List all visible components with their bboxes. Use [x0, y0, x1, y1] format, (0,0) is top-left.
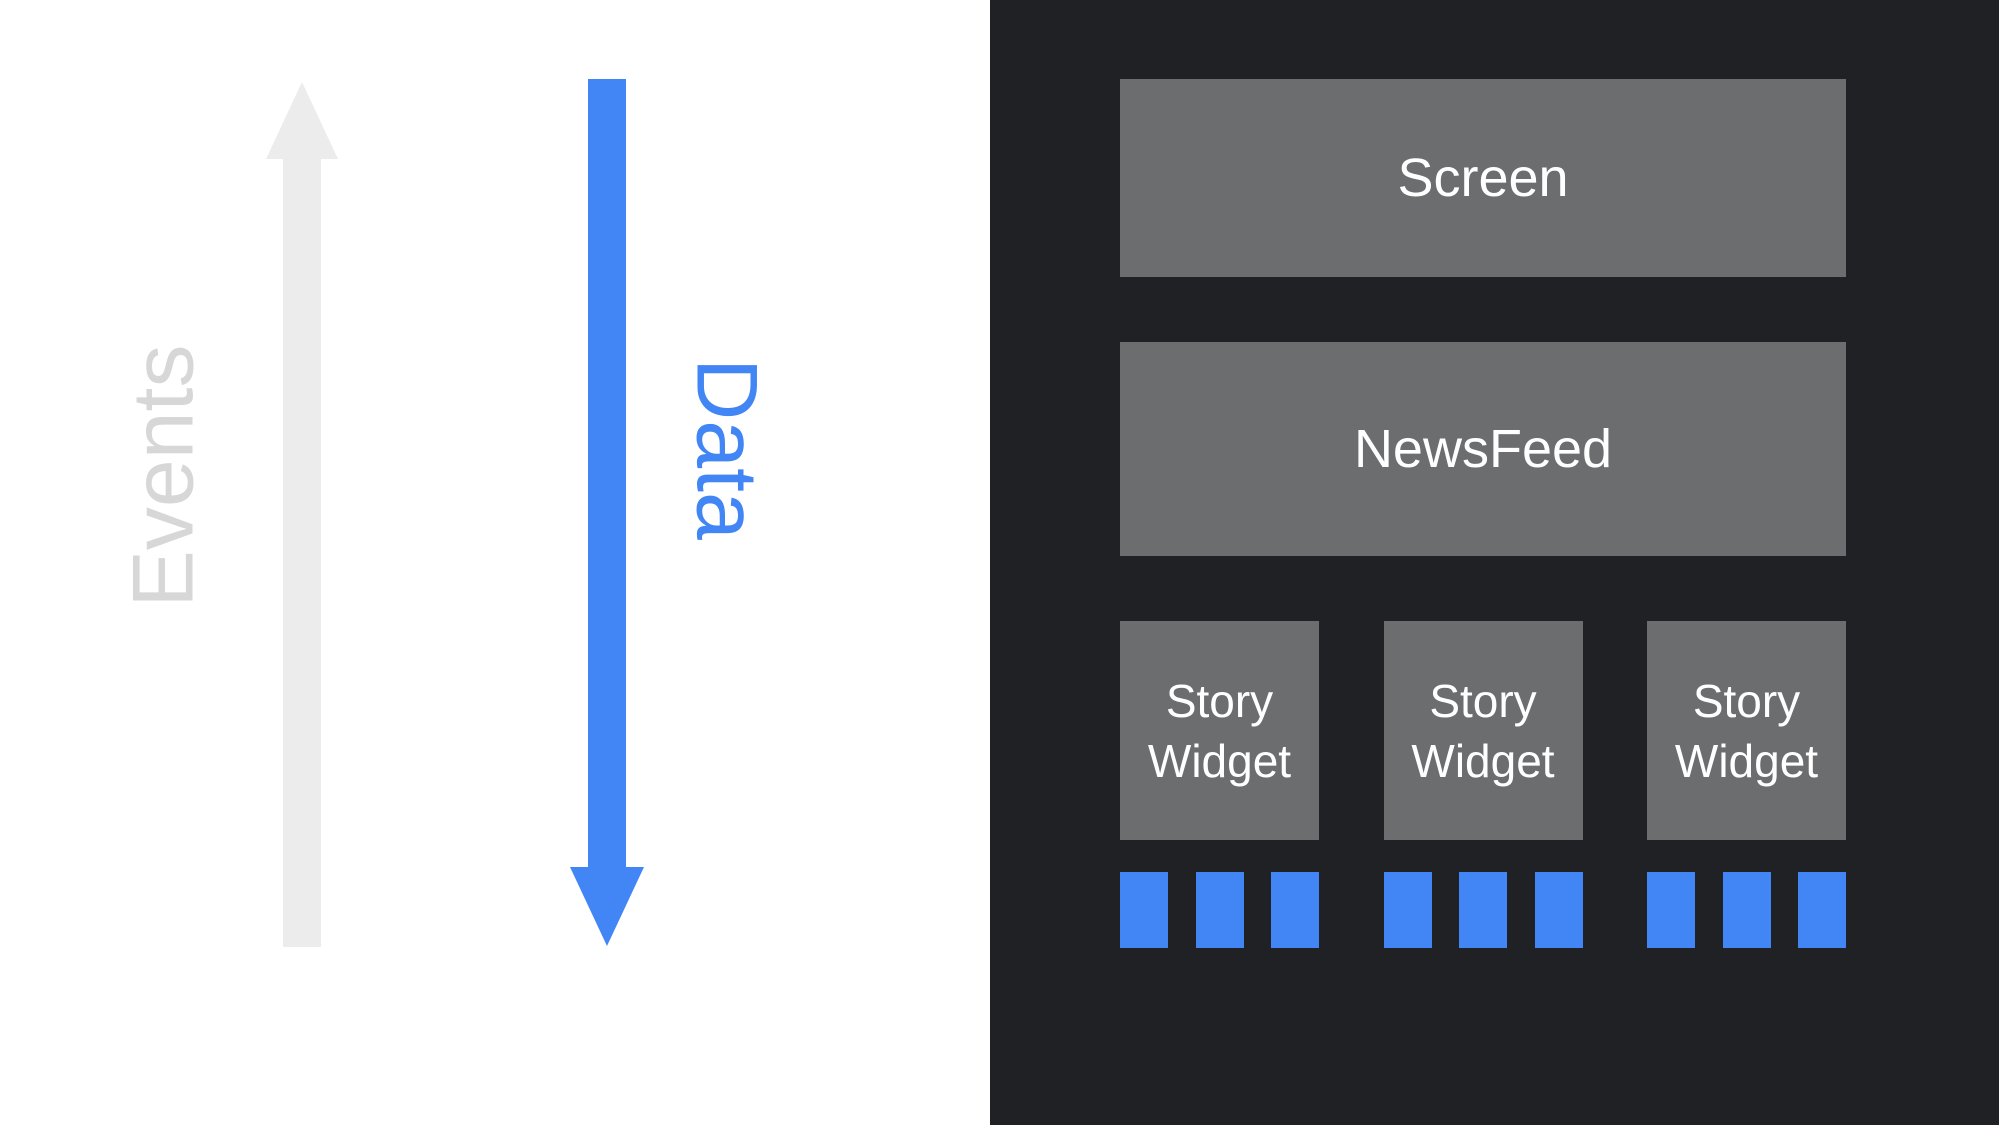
data-block: [1798, 872, 1846, 948]
data-block: [1383, 872, 1432, 948]
data-blocks-row: [1120, 872, 1319, 948]
story-widget-group: Story Widget: [1647, 621, 1846, 948]
story-widget-row: Story Widget Story Widget Story Widget: [1120, 621, 1846, 948]
story-widget-label: Story Widget: [1411, 674, 1555, 787]
data-blocks-row: [1383, 872, 1583, 948]
story-widget-label: Story Widget: [1674, 674, 1819, 787]
arrow-down-head-icon: [570, 867, 644, 946]
data-block: [1534, 872, 1583, 948]
screen-box-label: Screen: [1397, 148, 1569, 208]
screen-box: Screen: [1120, 79, 1846, 277]
data-block: [1195, 872, 1244, 948]
data-block: [1722, 872, 1771, 948]
events-data-panel: Events Data: [0, 0, 990, 1125]
data-block: [1459, 872, 1507, 948]
events-label: Events: [115, 344, 212, 608]
story-widget-box: Story Widget: [1383, 621, 1583, 840]
newsfeed-box-label: NewsFeed: [1353, 419, 1613, 479]
story-widget-label: Story Widget: [1147, 674, 1292, 787]
story-widget-group: Story Widget: [1120, 621, 1319, 948]
data-label: Data: [678, 358, 775, 540]
story-widget-box: Story Widget: [1120, 621, 1319, 840]
data-block: [1647, 872, 1695, 948]
data-block: [1120, 872, 1168, 948]
arrow-up-head-icon: [266, 82, 338, 159]
arrow-up-shaft: [283, 158, 321, 947]
story-widget-box: Story Widget: [1647, 621, 1846, 840]
newsfeed-box: NewsFeed: [1120, 342, 1846, 556]
arrow-down-shaft: [588, 79, 626, 868]
data-block: [1271, 872, 1319, 948]
data-blocks-row: [1647, 872, 1846, 948]
story-widget-group: Story Widget: [1383, 621, 1583, 948]
